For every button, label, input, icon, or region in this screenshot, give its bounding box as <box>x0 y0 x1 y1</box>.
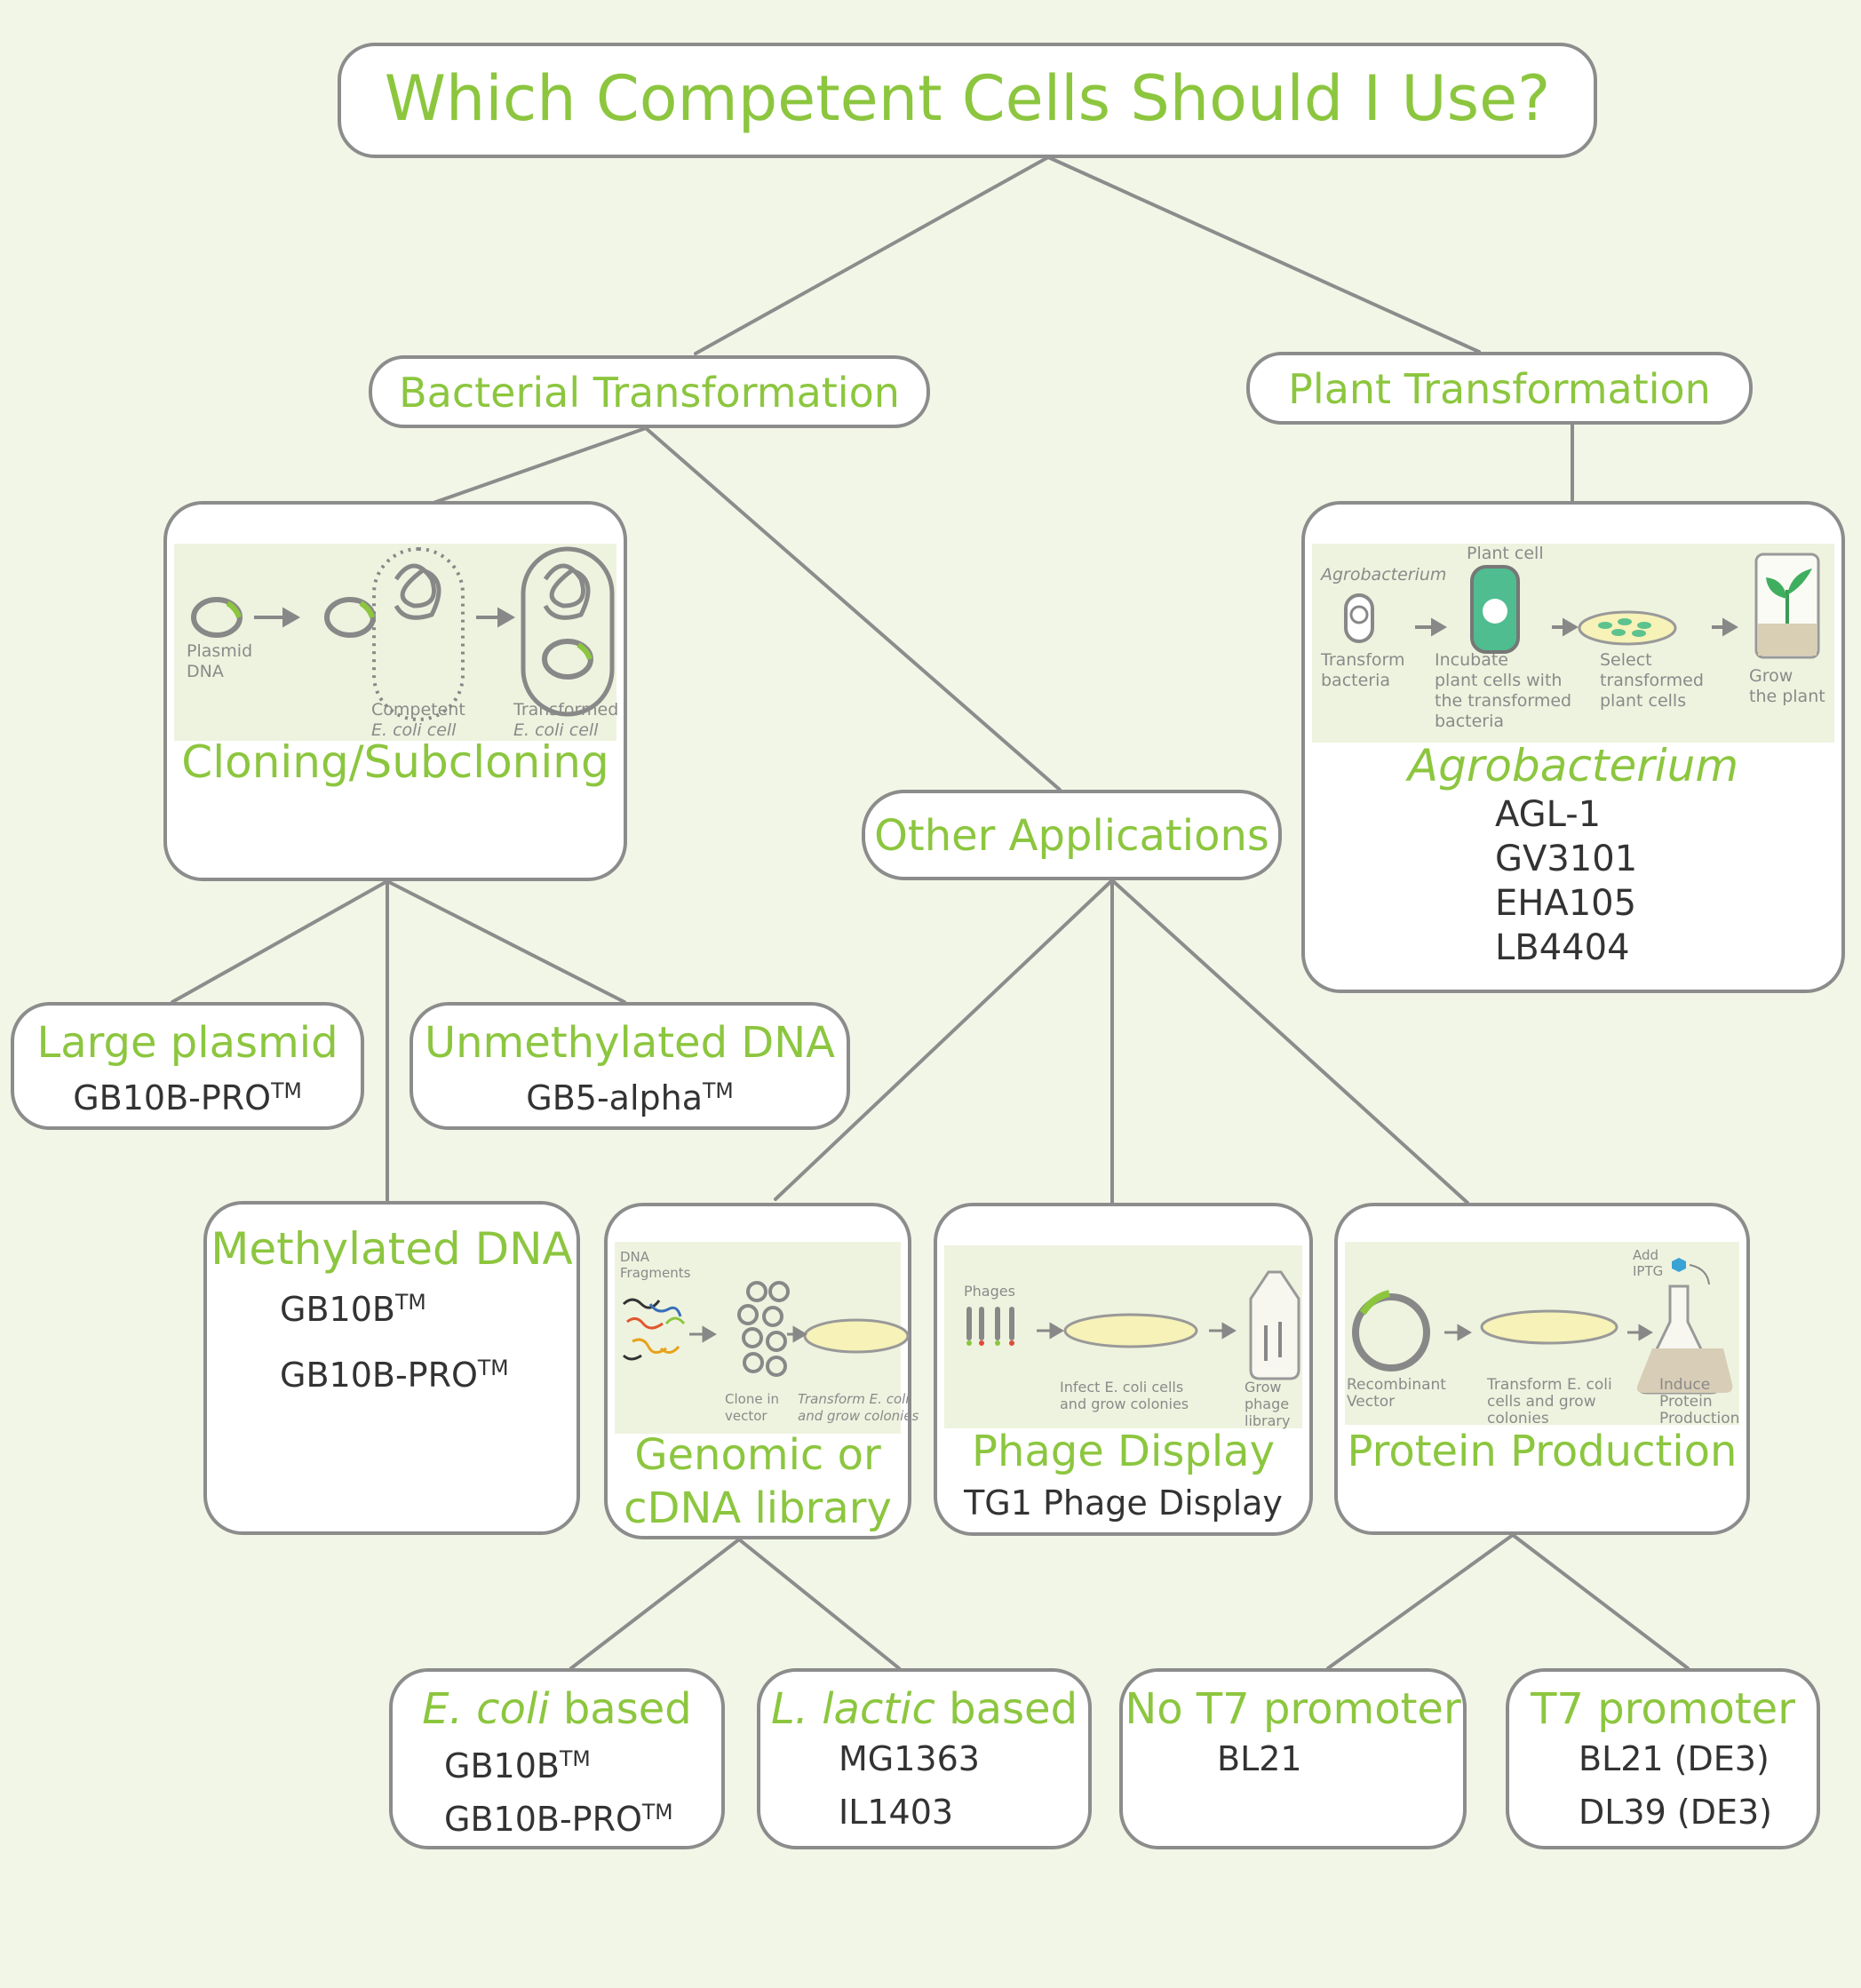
bacterial-transformation-label: Bacterial Transformation <box>399 369 900 417</box>
t7-strain-2: DL39 (DE3) <box>1579 1793 1772 1832</box>
agrobacterium-strain-2: GV3101 <box>1495 839 1638 879</box>
unmethylated-dna-strain: GB5-alphaTM <box>526 1077 734 1117</box>
plant-transformation-node: Plant Transformation <box>1246 352 1753 425</box>
plant-transformation-label: Plant Transformation <box>1288 365 1711 413</box>
llactic-based-node: L. lactic based MG1363 IL1403 <box>757 1668 1092 1849</box>
large-plasmid-strain: GB10B-PROTM <box>73 1077 302 1117</box>
methylated-dna-node: Methylated DNA GB10BTM GB10B-PROTM <box>203 1201 580 1535</box>
phage-display-strain: TG1 Phage Display <box>964 1483 1283 1523</box>
methylated-dna-title: Methylated DNA <box>211 1223 573 1275</box>
methylated-strain-1: GB10BTM <box>280 1289 426 1329</box>
other-applications-label: Other Applications <box>874 811 1269 861</box>
phage-display-title: Phage Display <box>972 1427 1275 1476</box>
t7-promoter-node: T7 promoter BL21 (DE3) DL39 (DE3) <box>1506 1668 1820 1849</box>
genomic-title-line-2: cDNA library <box>624 1483 892 1533</box>
llactic-based-title: L. lactic based <box>770 1684 1078 1734</box>
agrobacterium-small-label: Agrobacterium <box>1321 565 1447 584</box>
page-title: Which Competent Cells Should I Use? <box>384 62 1551 135</box>
cloning-title: Cloning/Subcloning <box>181 736 609 788</box>
genomic-title-line-1: Genomic or <box>634 1430 881 1480</box>
agrobacterium-strain-3: EHA105 <box>1495 883 1637 924</box>
large-plasmid-title: Large plasmid <box>36 1018 338 1068</box>
agrobacterium-strain-4: LB4404 <box>1495 927 1630 968</box>
no-t7-promoter-title: No T7 promoter <box>1125 1684 1461 1734</box>
ecoli-strain-1: GB10BTM <box>444 1745 591 1785</box>
unmethylated-dna-title: Unmethylated DNA <box>424 1018 836 1068</box>
phages-label: Phages <box>964 1283 1015 1300</box>
agrobacterium-strain-1: AGL-1 <box>1495 794 1602 835</box>
unmethylated-dna-node: Unmethylated DNA GB5-alphaTM <box>410 1002 850 1130</box>
plant-cell-label: Plant cell <box>1467 544 1544 563</box>
no-t7-strain-1: BL21 <box>1217 1739 1302 1778</box>
title-box: Which Competent Cells Should I Use? <box>338 43 1597 158</box>
bacterial-transformation-node: Bacterial Transformation <box>369 355 930 428</box>
ecoli-strain-2: GB10B-PROTM <box>444 1799 673 1839</box>
ecoli-based-node: E. coli based GB10BTM GB10B-PROTM <box>389 1668 725 1849</box>
large-plasmid-node: Large plasmid GB10B-PROTM <box>11 1002 364 1130</box>
agrobacterium-title: Agrobacterium <box>1407 740 1739 791</box>
llactic-strain-1: MG1363 <box>839 1739 980 1778</box>
t7-promoter-title: T7 promoter <box>1531 1684 1795 1734</box>
llactic-strain-2: IL1403 <box>839 1793 954 1832</box>
methylated-strain-2: GB10B-PROTM <box>280 1355 509 1395</box>
protein-production-title: Protein Production <box>1347 1427 1738 1476</box>
no-t7-promoter-node: No T7 promoter BL21 <box>1119 1668 1467 1849</box>
other-applications-node: Other Applications <box>862 790 1282 880</box>
ecoli-based-title: E. coli based <box>422 1684 692 1734</box>
t7-strain-1: BL21 (DE3) <box>1579 1739 1770 1778</box>
